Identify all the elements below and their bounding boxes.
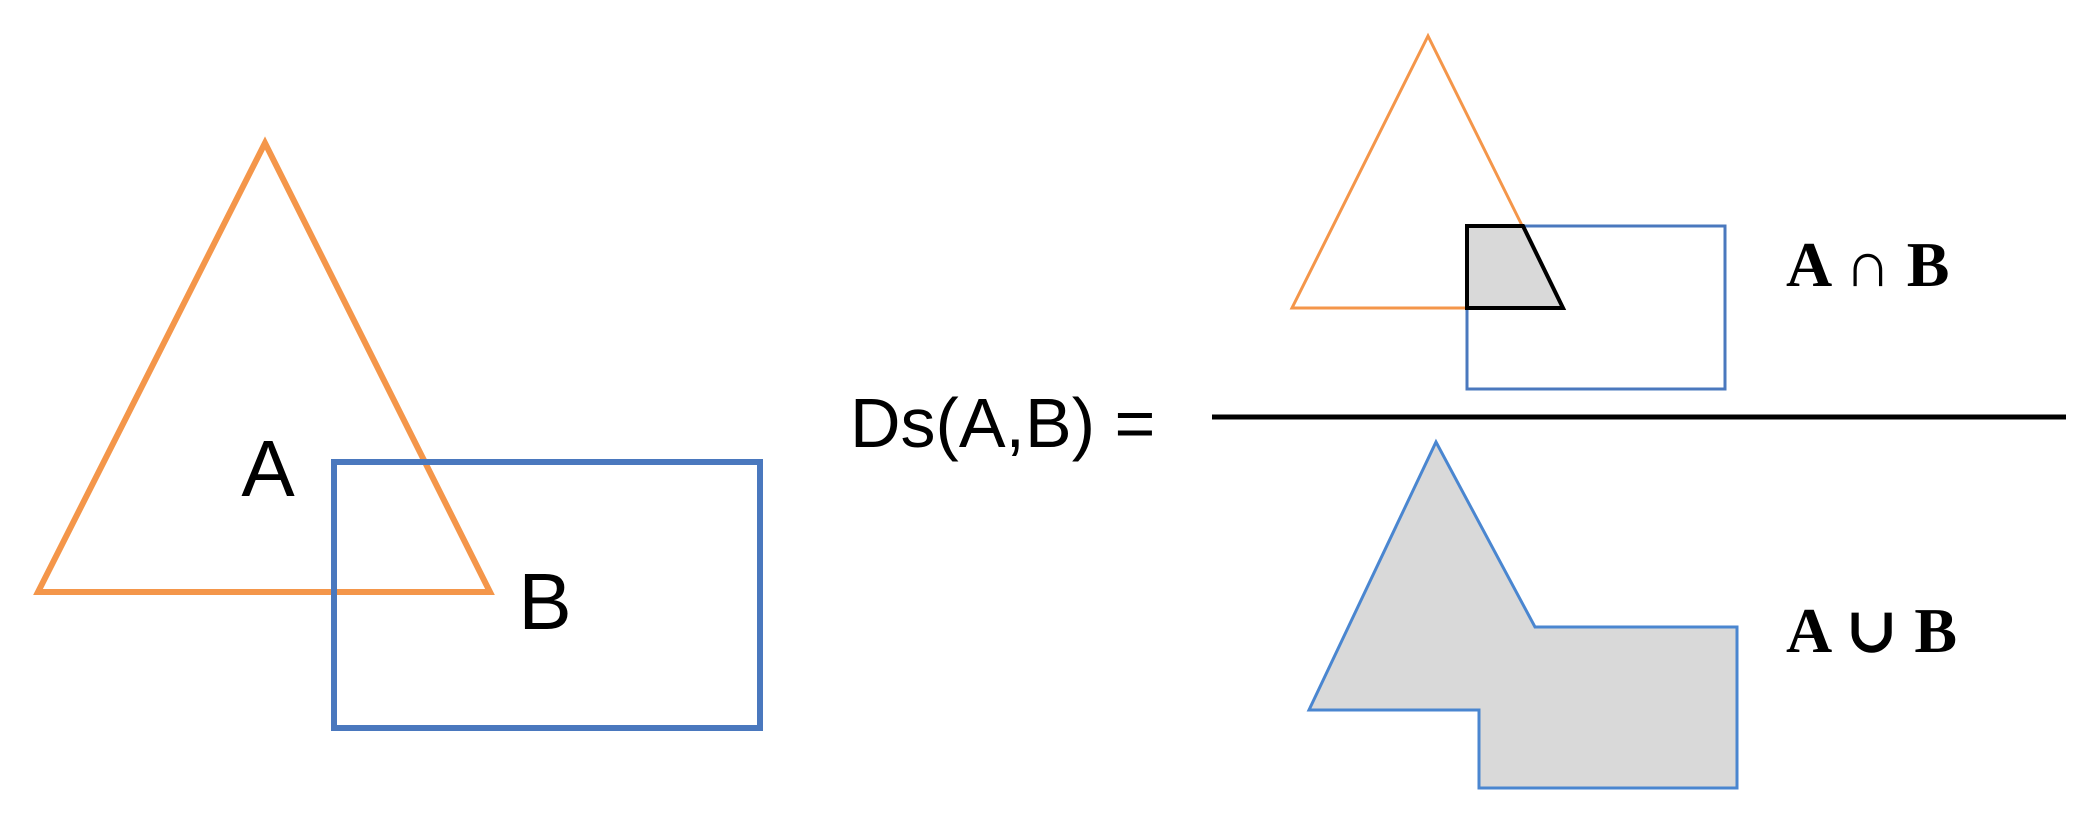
denominator-label: A ∪ B — [1786, 595, 1957, 666]
denominator-union: A ∪ B — [1306, 438, 1957, 790]
intersection-triangle-outline — [1289, 32, 1566, 310]
formula-lhs: Ds(A,B) = — [850, 384, 1155, 462]
union-region — [1306, 438, 1739, 790]
sets-overlap-illustration: A B — [33, 136, 763, 731]
set-b-label: B — [518, 557, 571, 646]
intersection-region — [1465, 224, 1567, 310]
numerator-intersection: A ∩ B — [1289, 32, 1949, 391]
set-a-label: A — [241, 424, 295, 513]
set-a-triangle — [33, 136, 495, 595]
set-b-rectangle — [331, 459, 763, 731]
numerator-label: A ∩ B — [1786, 229, 1949, 300]
dice-formula: Ds(A,B) = A ∩ B A ∪ B — [850, 32, 2066, 790]
